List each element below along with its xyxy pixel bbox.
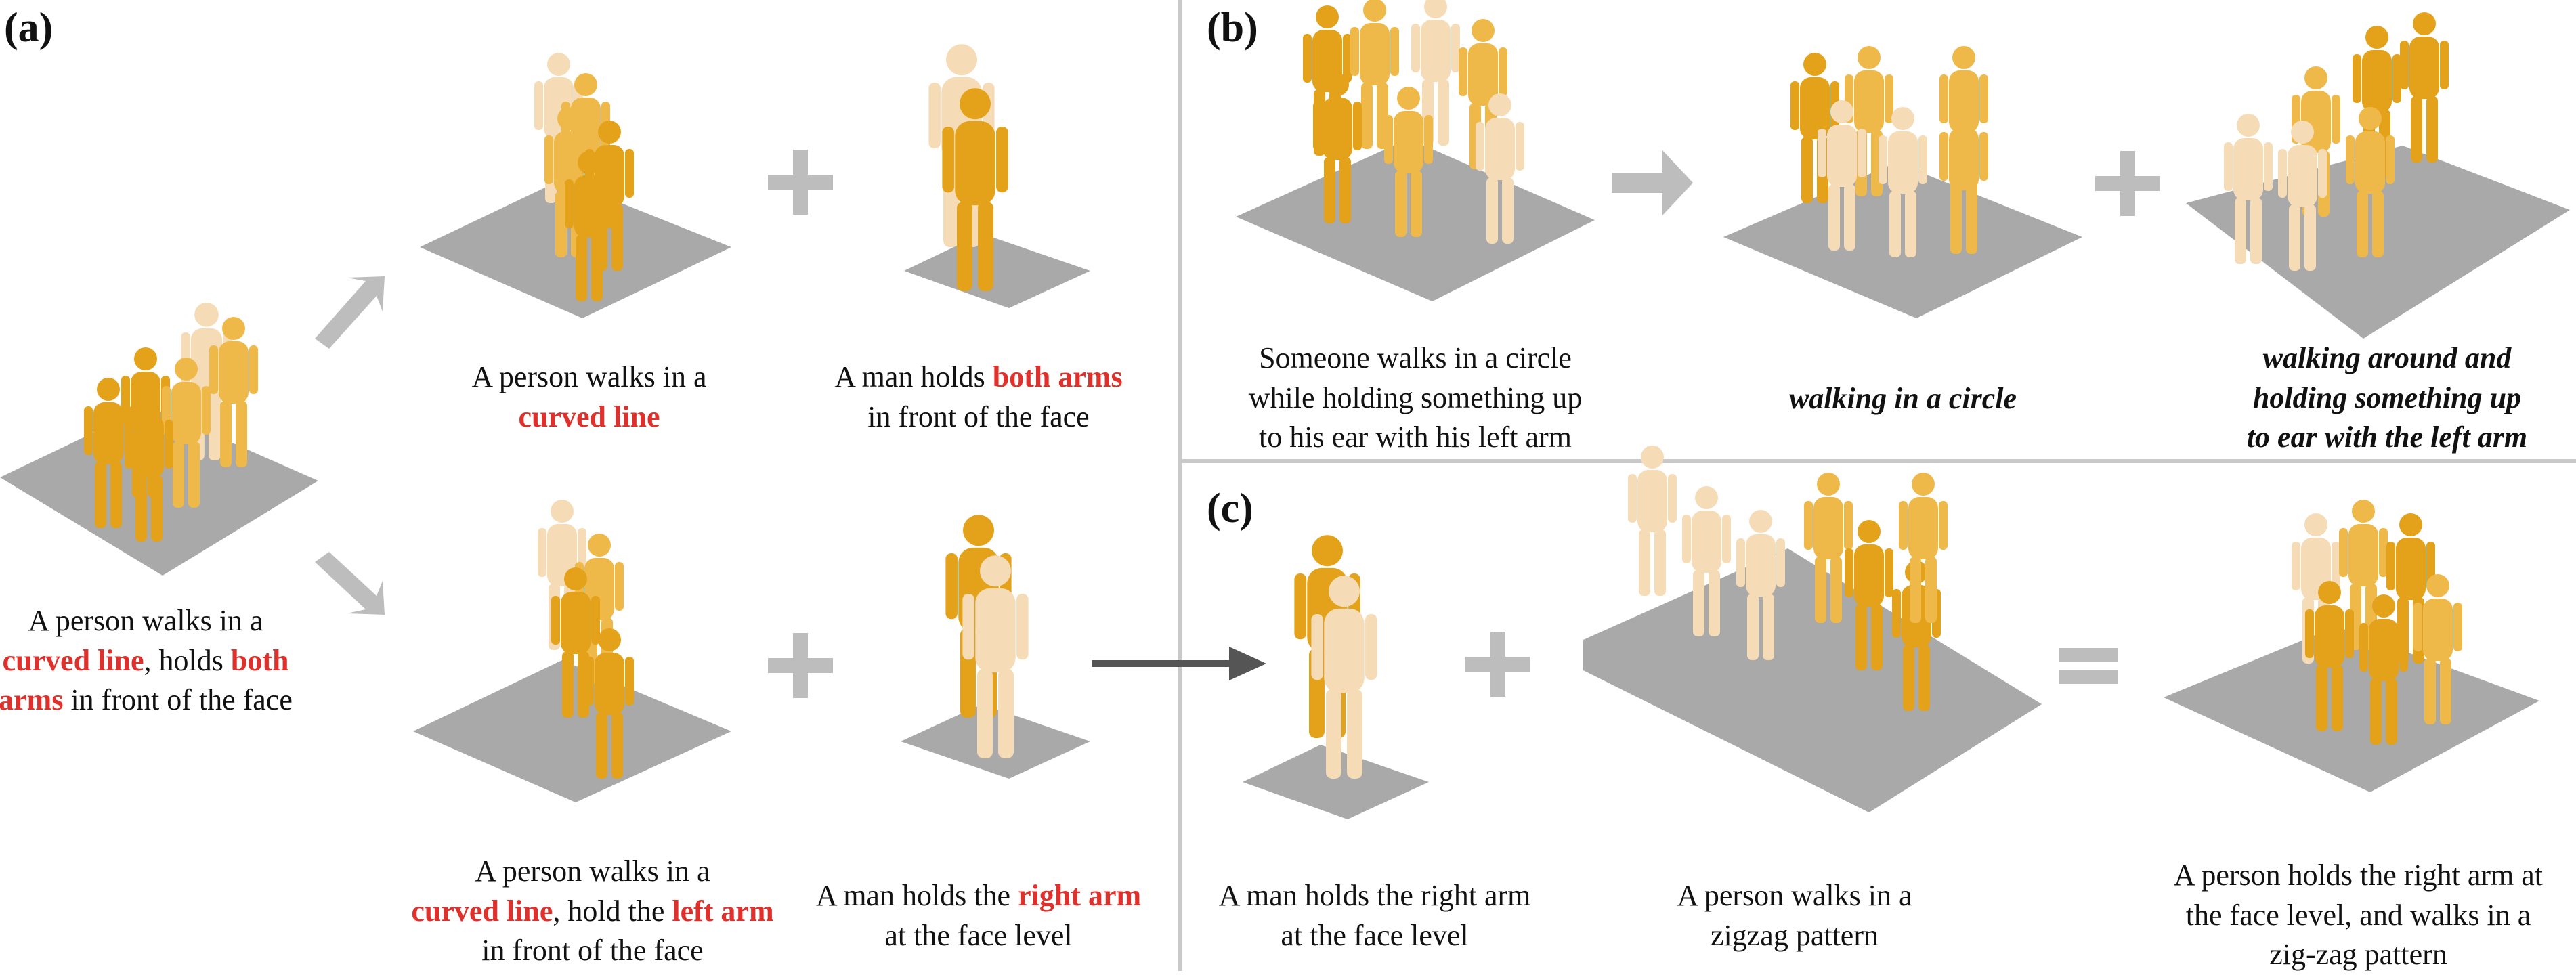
panel-label-a: (a): [4, 5, 53, 51]
plus-symbol-a-bottom: [768, 633, 833, 698]
caption-text: A person walks in a: [28, 604, 263, 637]
caption-text: A person walks in a: [475, 854, 710, 888]
floor-c-2: [1583, 548, 2042, 812]
caption-text: walking in a circle: [1788, 382, 2017, 415]
caption-text: in front of the face: [867, 399, 1090, 433]
caption-line: at the face level: [1182, 916, 1568, 956]
floor-a-bottom-right: [901, 704, 1090, 779]
highlighted-text: both arms: [992, 360, 1123, 393]
caption-a-bottom-left: A person walks in a curved line, hold the…: [403, 852, 782, 971]
caption-text: A man holds the: [815, 879, 1018, 912]
floor-a-top-right: [904, 234, 1090, 308]
equals-symbol-c: [2059, 648, 2118, 684]
caption-c-2: A person walks in a zigzag pattern: [1639, 876, 1950, 955]
arrow-a-to-c: [1092, 647, 1266, 680]
highlighted-text: right arm: [1018, 879, 1142, 912]
caption-line: at the face level: [792, 916, 1165, 956]
caption-line: holding something up: [2204, 378, 2570, 418]
caption-b-3: walking around and holding something up to…: [2204, 339, 2570, 458]
caption-line: curved line, holds both: [0, 641, 295, 681]
caption-text: the face level, and walks in a: [2185, 898, 2531, 932]
caption-text: in front of the face: [481, 934, 704, 968]
caption-text: walking around and: [2262, 341, 2512, 374]
caption-text: A man holds the right arm: [1218, 879, 1531, 912]
caption-line: Someone walks in a circle: [1232, 339, 1598, 378]
caption-line: A person walks in a: [403, 852, 782, 892]
floor-b-2: [1723, 162, 2082, 318]
caption-text: , holds: [144, 643, 231, 677]
panel-label-b: (b): [1207, 5, 1258, 51]
plus-symbol-c: [1465, 632, 1530, 697]
arrow-down-right: [315, 552, 385, 615]
caption-line: zig-zag pattern: [2143, 935, 2573, 975]
floor-a-bottom-left: [413, 660, 731, 802]
caption-text: to his ear with his left arm: [1259, 420, 1572, 454]
caption-text: , hold the: [553, 894, 672, 928]
highlighted-text: arms: [0, 683, 64, 717]
caption-line: A man holds the right arm: [1182, 876, 1568, 916]
caption-line: A person walks in a: [454, 358, 725, 397]
plus-symbol-b: [2095, 151, 2160, 216]
caption-text: in front of the face: [63, 683, 293, 717]
caption-text: holding something up: [2252, 381, 2522, 414]
caption-text: while holding something up: [1248, 381, 1583, 414]
highlighted-text: left arm: [672, 894, 774, 928]
horizontal-divider: [1182, 459, 2576, 463]
caption-text: A person walks in a: [471, 360, 707, 393]
floor-c-1: [1243, 745, 1429, 819]
panel-label-c: (c): [1207, 485, 1253, 532]
arrow-up-right: [315, 276, 385, 349]
caption-line: walking around and: [2204, 339, 2570, 378]
caption-line: zigzag pattern: [1639, 916, 1950, 956]
caption-line: in front of the face: [403, 931, 782, 971]
highlighted-text: curved line: [518, 399, 660, 433]
caption-line: curved line, hold the left arm: [403, 892, 782, 932]
caption-line: to his ear with his left arm: [1232, 418, 1598, 458]
highlighted-text: both: [230, 643, 289, 677]
caption-line: while holding something up: [1232, 378, 1598, 418]
caption-text: zigzag pattern: [1711, 918, 1879, 952]
caption-line: A person walks in a: [1639, 876, 1950, 916]
caption-c-1: A man holds the right arm at the face lev…: [1182, 876, 1568, 955]
caption-line: A man holds the right arm: [792, 876, 1165, 916]
caption-b-2: walking in a circle: [1754, 379, 2052, 419]
caption-text: A person walks in a: [1677, 879, 1912, 912]
caption-text: A person holds the right arm at: [2173, 859, 2543, 892]
caption-a-combined: A person walks in a curved line, holds bo…: [0, 601, 295, 720]
caption-text: A man holds: [834, 360, 993, 393]
caption-line: curved line: [454, 397, 725, 437]
caption-line: A person holds the right arm at: [2143, 856, 2573, 896]
caption-line: the face level, and walks in a: [2143, 896, 2573, 936]
caption-line: arms in front of the face: [0, 680, 295, 720]
caption-line: walking in a circle: [1754, 379, 2052, 419]
vertical-divider: [1178, 0, 1182, 971]
caption-c-3: A person holds the right arm at the face …: [2143, 856, 2573, 975]
caption-b-1: Someone walks in a circle while holding s…: [1232, 339, 1598, 458]
caption-text: at the face level: [1281, 918, 1469, 952]
caption-a-top-left: A person walks in a curved line: [454, 358, 725, 437]
caption-line: in front of the face: [809, 397, 1148, 437]
plus-symbol-a-top: [768, 150, 833, 215]
caption-text: to ear with the left arm: [2246, 420, 2528, 454]
highlighted-text: curved line: [2, 643, 144, 677]
highlighted-text: curved line: [411, 894, 553, 928]
caption-line: A person walks in a: [0, 601, 295, 641]
caption-text: Someone walks in a circle: [1259, 341, 1572, 374]
caption-line: A man holds both arms: [809, 358, 1148, 397]
arrow-b: [1612, 150, 1693, 215]
caption-text: zig-zag pattern: [2269, 938, 2447, 972]
caption-text: at the face level: [884, 918, 1073, 952]
caption-line: to ear with the left arm: [2204, 418, 2570, 458]
